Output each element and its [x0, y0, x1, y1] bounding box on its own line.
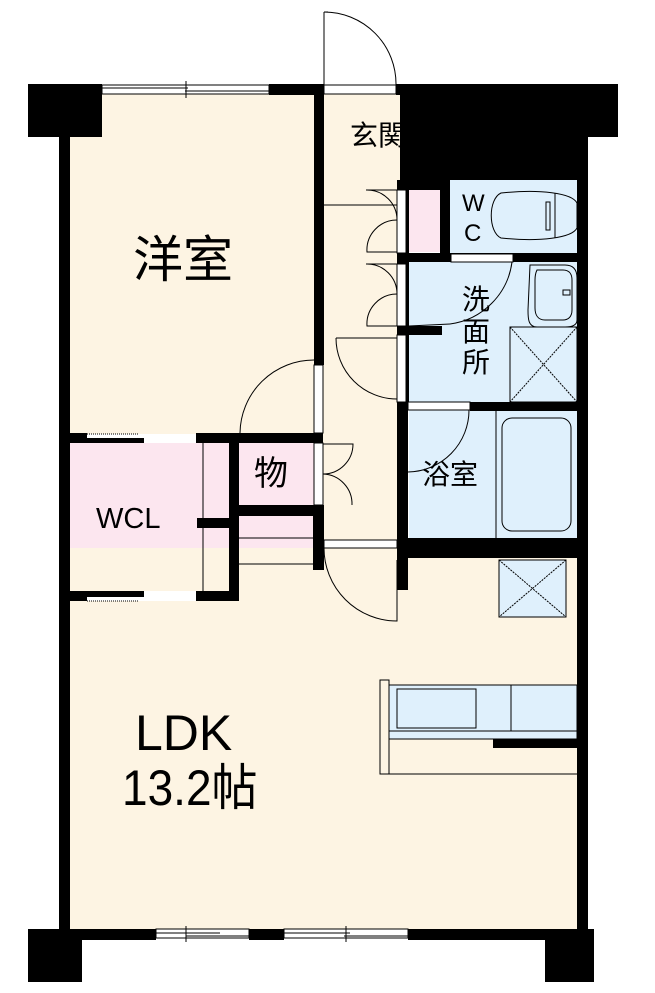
wall-left-outer	[59, 137, 70, 930]
column-bottom-right	[545, 929, 594, 982]
label-entrance: 玄関	[350, 119, 407, 152]
label-toilet-w: W	[462, 190, 485, 217]
wall-wash-bath	[470, 402, 577, 411]
wall-wcl-bottom-right	[196, 591, 239, 601]
wall-kitchen-back	[493, 738, 588, 748]
wall-bath-bottom	[397, 538, 577, 558]
label-walk-in-closet: WCL	[96, 503, 161, 535]
wall-bottom-mid	[249, 929, 284, 940]
label-storage: 物	[254, 454, 288, 494]
wall-storage-right	[313, 505, 324, 570]
label-ldk-area: 13.2帖	[122, 760, 258, 816]
wall-wcl-nib	[197, 518, 231, 528]
label-washroom-3: 所	[462, 346, 491, 379]
column-bottom-left	[28, 929, 82, 982]
bathroom	[409, 410, 577, 540]
wall-wcl-right	[229, 433, 239, 601]
column-top-left	[28, 84, 102, 137]
western-room	[69, 94, 317, 439]
shaft-block	[400, 95, 588, 180]
wall-wcl-top-left	[59, 433, 87, 443]
label-washroom-1: 洗	[462, 283, 491, 316]
shoe-cabinet-1	[406, 188, 440, 252]
label-ldk: LDK	[135, 705, 233, 761]
wall-right-outer	[577, 137, 588, 930]
wall-toilet-left	[440, 180, 450, 260]
label-toilet-c: C	[464, 220, 482, 247]
wall-shoe-bottom	[397, 326, 442, 335]
wall-western-right	[314, 95, 324, 365]
wall-top-mid	[269, 84, 324, 95]
wall-wcl-bottom-mid	[87, 591, 144, 597]
wall-wcl-top-right	[196, 433, 323, 443]
wall-shoe-top	[397, 180, 442, 190]
wall-bath-left	[397, 402, 408, 590]
label-bathroom: 浴室	[422, 458, 479, 491]
storage-room	[238, 443, 316, 509]
wall-bottom-left	[28, 929, 156, 940]
ldk-upper-extension	[69, 600, 409, 640]
wall-storage-bottom	[229, 505, 324, 516]
wall-wcl-bottom-left	[59, 591, 87, 601]
label-washroom-2: 面	[462, 315, 491, 348]
wall-top-left-stub	[310, 84, 324, 95]
wall-bottom-right	[408, 929, 588, 940]
label-western-room: 洋室	[133, 231, 233, 289]
wall-wcl-top-mid	[87, 437, 144, 443]
entrance-hall	[322, 94, 400, 548]
